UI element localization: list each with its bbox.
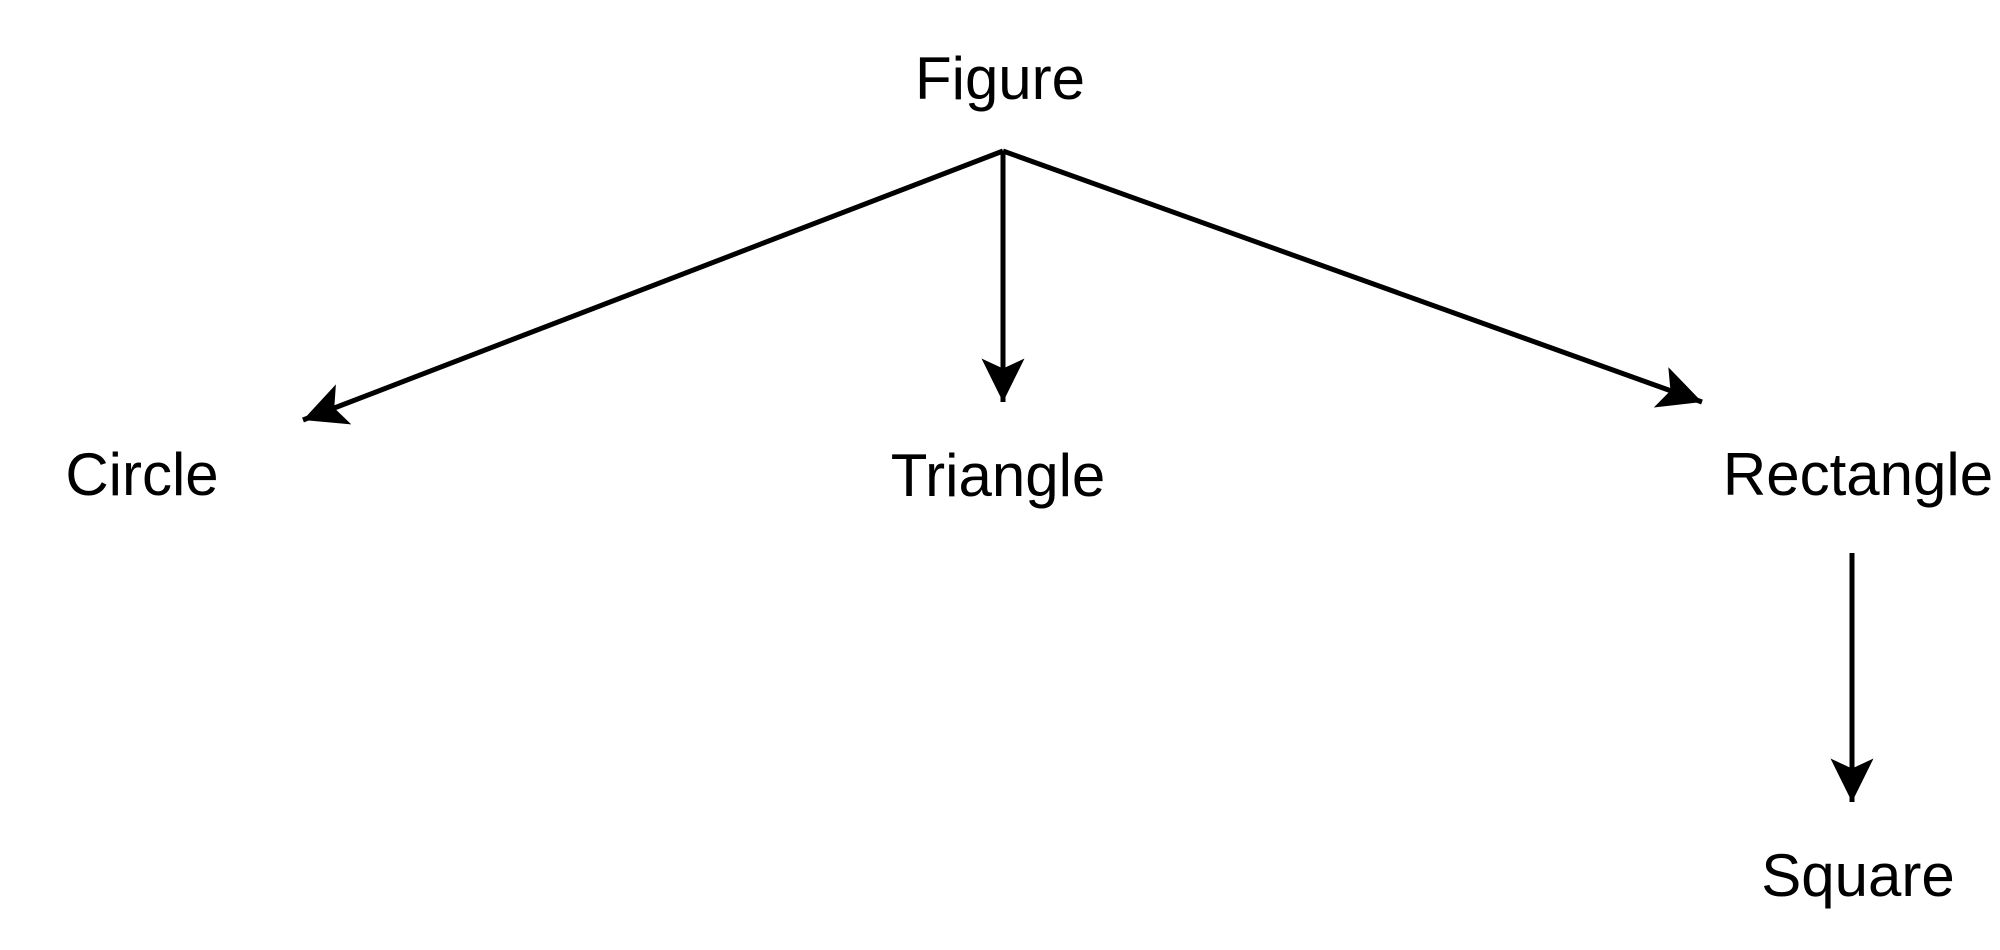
node-label-square: Square	[1761, 842, 1955, 909]
node-label-circle: Circle	[65, 441, 219, 508]
edge-figure-circle	[302, 148, 1004, 425]
edge-figure-rectangle	[1002, 148, 1703, 408]
node-label-figure: Figure	[914, 45, 1086, 112]
node-label-rectangle: Rectangle	[1722, 441, 1994, 508]
node-label-triangle: Triangle	[890, 442, 1106, 509]
